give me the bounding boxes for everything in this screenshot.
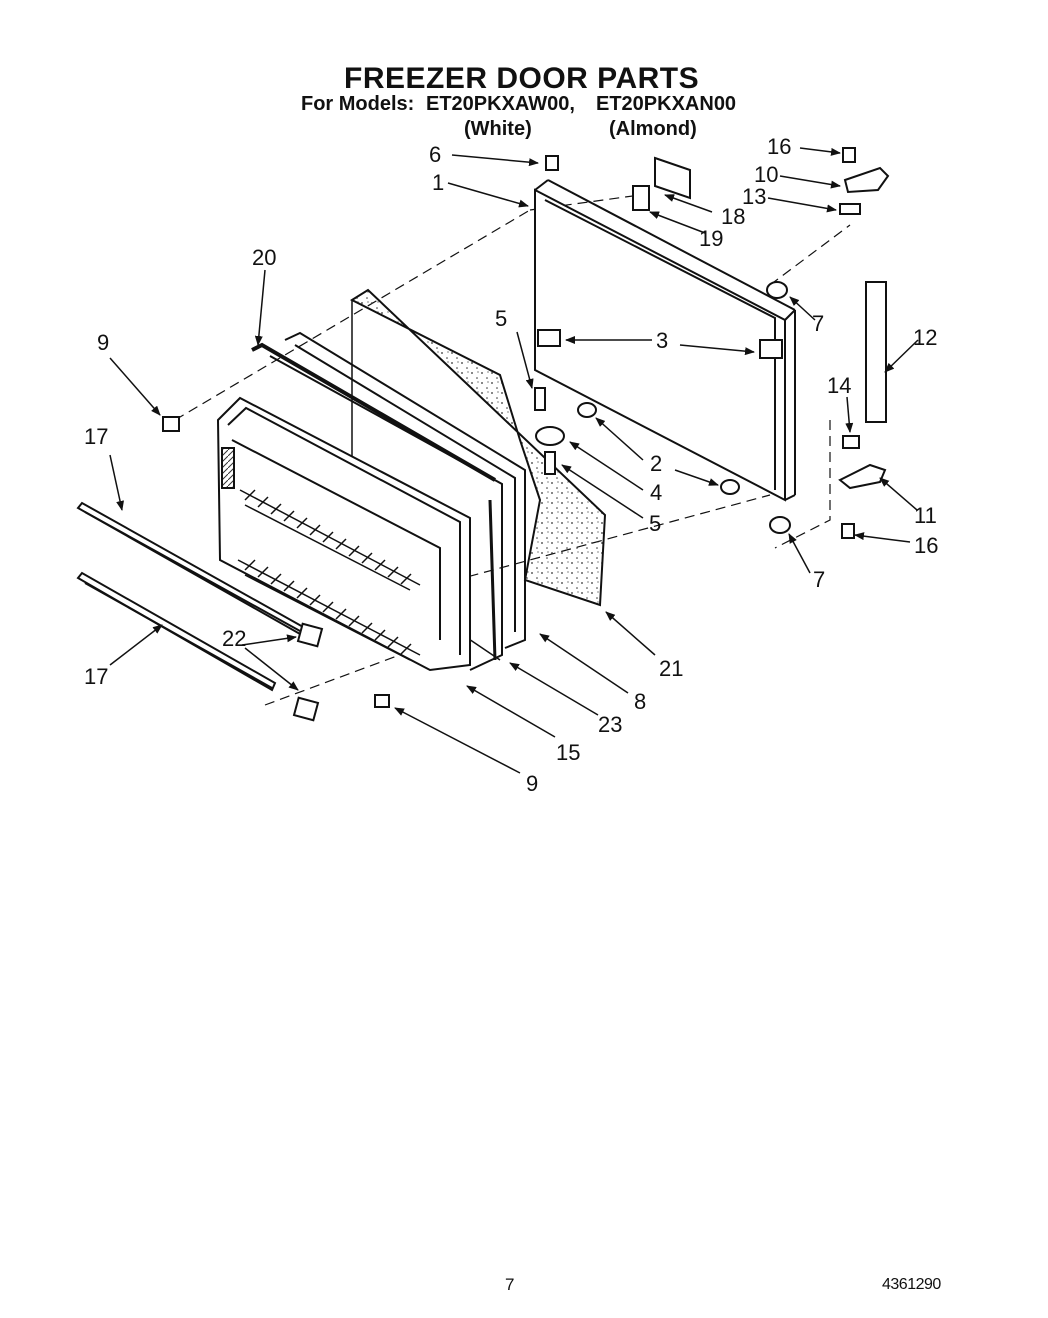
screw-5-upper (534, 387, 546, 411)
callout-4: 4 (650, 480, 662, 505)
callout-7-top: 7 (812, 311, 824, 336)
models-label: For Models: (301, 93, 415, 115)
callout-22: 22 (222, 626, 246, 651)
page-title: FREEZER DOOR PARTS (344, 62, 700, 95)
hinge-shim-13 (839, 203, 861, 215)
callout-14: 14 (827, 373, 851, 398)
callout-16-top: 16 (767, 134, 791, 159)
callout-leaders (109, 147, 919, 774)
callout-labels: 6 1 16 10 13 18 19 20 7 5 12 9 3 14 17 2… (84, 134, 938, 796)
callout-2: 2 (650, 451, 662, 476)
door-stop-7-bottom (769, 516, 791, 534)
callout-6: 6 (429, 142, 441, 167)
shelf-end-caps (292, 622, 324, 722)
screw-9-top (162, 416, 180, 432)
callout-9-top: 9 (97, 330, 109, 355)
variant-white-label: (White) (464, 118, 532, 140)
top-hinge-10 (843, 166, 890, 194)
callout-17-top: 17 (84, 424, 108, 449)
screw-5-lower (544, 451, 556, 475)
hinge-bracket-3 (537, 329, 561, 347)
screw-6 (545, 155, 559, 171)
callout-19: 19 (699, 226, 723, 251)
callout-13: 13 (742, 184, 766, 209)
callout-21: 21 (659, 656, 683, 681)
callout-12: 12 (913, 325, 937, 350)
screw-9-bottom (374, 694, 390, 708)
washer-4 (535, 426, 565, 446)
callout-17-bottom: 17 (84, 664, 108, 689)
callout-16-bottom: 16 (914, 533, 938, 558)
callout-10: 10 (754, 162, 778, 187)
lower-shelf-ribs (237, 559, 421, 661)
callout-8: 8 (634, 689, 646, 714)
callout-18: 18 (721, 204, 745, 229)
callout-23: 23 (598, 712, 622, 737)
label-19 (632, 185, 650, 211)
bumper-2-left (577, 402, 597, 418)
document-code: 4361290 (882, 1276, 941, 1293)
hinge-shim-14 (842, 435, 860, 449)
fastener-parts (162, 147, 890, 708)
handle-12 (865, 281, 887, 423)
callout-1: 1 (432, 170, 444, 195)
callout-5-lower: 5 (649, 511, 661, 536)
callout-20: 20 (252, 245, 276, 270)
callout-7-bottom: 7 (813, 567, 825, 592)
door-liner-frame (534, 179, 796, 502)
callout-11: 11 (914, 503, 937, 528)
bottom-hinge-11 (838, 463, 887, 490)
callout-5-upper: 5 (495, 306, 507, 331)
variant-almond-label: (Almond) (609, 118, 697, 140)
callout-3: 3 (656, 328, 668, 353)
page-number: 7 (505, 1275, 515, 1294)
model-white: ET20PKXAW00, (426, 93, 575, 115)
upper-shelf-ribs (239, 489, 421, 591)
models-line: For Models: ET20PKXAW00, ET20PKXAN00 (301, 93, 736, 116)
label-18 (654, 156, 691, 200)
bumper-2-right (720, 479, 740, 495)
door-stop-7-top (766, 281, 788, 299)
callout-9-bottom: 9 (526, 771, 538, 796)
model-almond: ET20PKXAN00 (596, 93, 737, 115)
screw-16-top (842, 147, 856, 163)
inner-door-panel (216, 396, 471, 672)
callout-15: 15 (556, 740, 580, 765)
screw-16-bottom (841, 523, 855, 539)
